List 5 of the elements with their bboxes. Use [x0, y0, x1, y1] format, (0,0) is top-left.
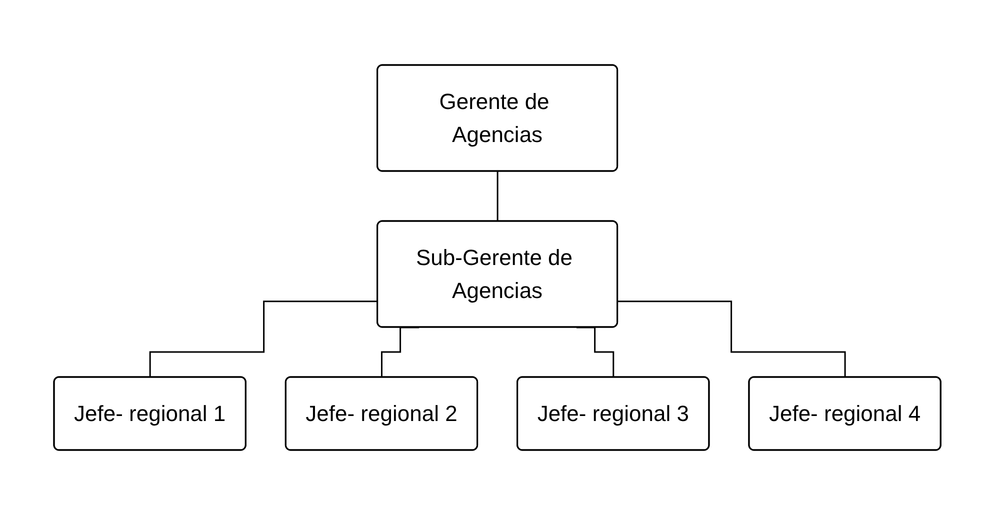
connector — [618, 300, 846, 378]
connector — [496, 170, 498, 222]
connector — [576, 326, 614, 378]
connector — [149, 300, 378, 378]
connector — [380, 326, 419, 378]
